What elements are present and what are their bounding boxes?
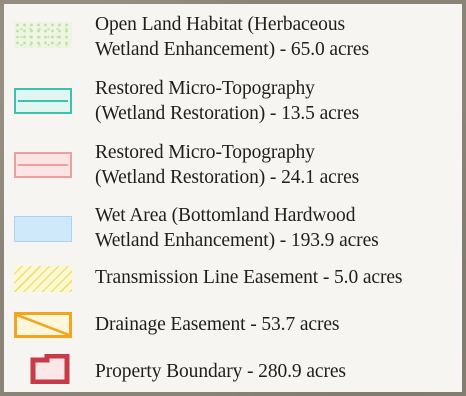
transmission-easement-swatch-icon	[14, 266, 72, 292]
legend-item-restored-teal: Restored Micro-Topography (Wetland Resto…	[4, 74, 462, 130]
map-legend: Open Land Habitat (Herbaceous Wetland En…	[4, 4, 462, 392]
legend-label-transmission: Transmission Line Easement - 5.0 acres	[95, 267, 403, 288]
legend-item-property: Property Boundary - 280.9 acres	[4, 352, 462, 388]
pink-restoration-swatch-icon	[14, 152, 72, 178]
legend-label-open-land-line1: Open Land Habitat (Herbaceous	[95, 14, 345, 35]
teal-restoration-swatch-icon	[14, 88, 72, 114]
wet-area-swatch-icon	[14, 216, 72, 242]
property-boundary-shape-icon	[30, 353, 70, 385]
legend-item-drainage: Drainage Easement - 53.7 acres	[4, 308, 462, 342]
legend-item-wet-area: Wet Area (Bottomland Hardwood Wetland En…	[4, 202, 462, 258]
legend-label-restored-pink-line1: Restored Micro-Topography	[95, 142, 315, 163]
drainage-easement-swatch-icon	[14, 312, 72, 338]
legend-label-wet-area-line2: Wetland Enhancement) - 193.9 acres	[95, 230, 379, 251]
legend-label-drainage: Drainage Easement - 53.7 acres	[95, 314, 340, 335]
property-boundary-swatch-icon	[30, 353, 70, 385]
legend-label-property: Property Boundary - 280.9 acres	[95, 361, 346, 382]
drainage-hatch-icon	[17, 315, 69, 335]
legend-item-transmission: Transmission Line Easement - 5.0 acres	[4, 262, 462, 296]
legend-label-restored-teal-line1: Restored Micro-Topography	[95, 78, 315, 99]
legend-label-restored-teal-line2: (Wetland Restoration) - 13.5 acres	[95, 103, 360, 124]
legend-label-restored-pink-line2: (Wetland Restoration) - 24.1 acres	[95, 167, 360, 188]
legend-label-wet-area-line1: Wet Area (Bottomland Hardwood	[95, 205, 356, 226]
legend-label-open-land-line2: Wetland Enhancement) - 65.0 acres	[95, 39, 369, 60]
open-land-swatch-icon	[14, 22, 72, 48]
legend-item-restored-pink: Restored Micro-Topography (Wetland Resto…	[4, 140, 462, 196]
legend-item-open-land: Open Land Habitat (Herbaceous Wetland En…	[4, 8, 462, 64]
